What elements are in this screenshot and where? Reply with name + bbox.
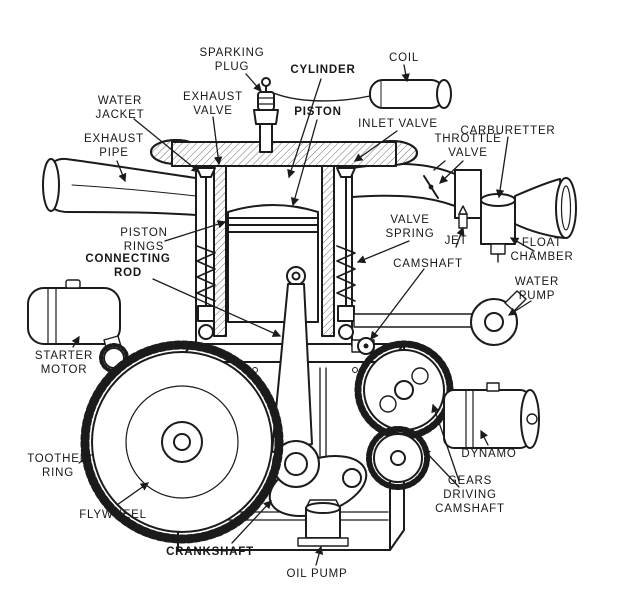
inlet-manifold-drawing [351,160,456,207]
label-valve-spring: VALVE SPRING [385,214,435,241]
label-jet: JET [444,235,468,247]
leader-throttle-valve [439,160,464,184]
leader-piston [290,119,318,207]
flywheel-drawing [80,340,284,544]
leader-exhaust-pipe [116,160,127,183]
leader-float-chamber [509,237,535,252]
leader-starter-motor [71,335,80,348]
label-carburetter: CARBURETTER [460,125,556,137]
leader-inlet-valve [353,130,398,162]
label-float-chamber: FLOAT CHAMBER [510,237,574,264]
leader-water-pump [507,300,532,316]
label-throttle-valve: THROTTLE VALVE [434,133,502,160]
leader-gears-big [431,403,460,482]
label-toothed-ring: TOOTHED RING [27,453,89,480]
label-water-pump: WATER PUMP [514,276,560,303]
camshaft-gears-drawing [354,340,454,490]
leader-piston-rings [164,220,227,242]
label-oil-pump: OIL PUMP [286,568,348,580]
leader-connecting-rod [152,278,282,337]
label-dynamo: DYNAMO [461,448,517,460]
label-cylinder: CYLINDER [290,64,356,76]
label-crankshaft: CRANKSHAFT [166,546,254,558]
exhaust-pipe-drawing [42,157,197,216]
label-starter-motor: STARTER MOTOR [34,350,94,377]
dynamo-drawing [443,382,540,449]
cylinder-head-drawing [150,139,418,167]
leader-gears-small [422,448,460,488]
water-pump-drawing [353,290,527,346]
label-inlet-valve: INLET VALVE [358,118,438,130]
leader-dynamo [480,429,489,446]
leader-camshaft [370,268,425,341]
leader-water-jacket [133,118,200,173]
leader-toothed-ring [78,454,93,464]
cylinder-block-drawing [195,165,353,347]
sparking-plug-drawing [253,77,279,153]
leader-coil [401,64,410,83]
label-sparking-plug: SPARKING PLUG [199,47,265,74]
valves-springs-drawing [196,167,356,340]
oil-pump-drawing [297,499,349,547]
camshaft-drawing [351,337,375,355]
label-connecting-rod: CONNECTING ROD [85,253,171,280]
leader-cylinder [287,78,322,179]
leader-oil-pump [315,545,324,566]
leader-crankshaft [231,500,272,544]
leader-exhaust-valve [212,116,223,166]
label-piston-rings: PISTON RINGS [120,227,168,254]
label-coil: COIL [388,52,420,64]
label-gears-driving-camshaft: GEARS DRIVING CAMSHAFT [435,475,505,516]
leader-lines [71,64,535,566]
label-exhaust-valve: EXHAUST VALVE [183,91,243,118]
leader-flywheel [116,482,150,506]
label-piston: PISTON [294,106,342,118]
label-flywheel: FLYWHEEL [79,509,147,521]
carburetter-drawing [454,169,577,263]
label-water-jacket: WATER JACKET [95,95,145,122]
label-camshaft: CAMSHAFT [393,258,463,270]
coil-drawing [270,79,452,109]
leader-jet [455,226,465,248]
leader-sparking-plug [245,73,262,92]
connecting-rod-crankshaft-drawing [268,283,368,517]
leader-carburetter [495,136,509,199]
leader-valve-spring [356,240,410,264]
label-exhaust-pipe: EXHAUST PIPE [84,133,144,160]
